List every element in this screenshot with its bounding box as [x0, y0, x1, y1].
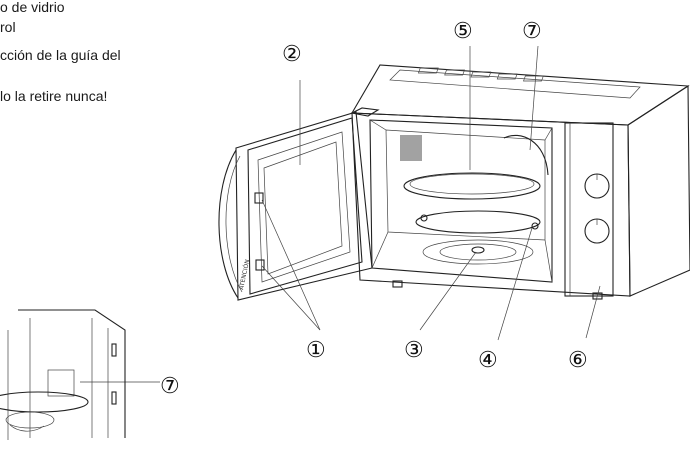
callout-5: ⑤	[453, 19, 473, 44]
cavity	[369, 119, 553, 283]
waveguide-cover	[400, 135, 422, 161]
control-panel	[564, 122, 614, 297]
text-line-2: rol	[0, 19, 16, 35]
door-window	[263, 141, 343, 275]
glass-tray	[403, 172, 541, 200]
microwave-body	[351, 64, 690, 300]
callout-2: ②	[282, 42, 302, 67]
text-line-1: o de vidrio	[0, 0, 65, 15]
inset-guide-cover	[47, 369, 75, 397]
inset-tray	[0, 391, 89, 413]
callout-1: ①	[306, 338, 326, 363]
callout-7-side: ⑦	[160, 374, 180, 399]
leader-lines	[80, 45, 601, 383]
inset-detail	[0, 309, 126, 440]
callout-3: ③	[404, 338, 424, 363]
door-handle	[218, 149, 239, 299]
callout-7-top: ⑦	[522, 19, 542, 44]
text-line-3: cción de la guía del	[0, 47, 121, 63]
roller-ring	[415, 210, 541, 234]
coupler	[471, 246, 485, 254]
door: ATENCIÓN	[218, 107, 380, 301]
guide-cover	[503, 134, 549, 176]
door-latch-upper	[254, 192, 264, 204]
top-vents	[417, 67, 544, 82]
door-latch-lower	[255, 259, 265, 271]
callout-6: ⑥	[568, 348, 588, 373]
text-line-4: lo la retire nunca!	[0, 88, 108, 104]
callout-4: ④	[478, 348, 498, 373]
